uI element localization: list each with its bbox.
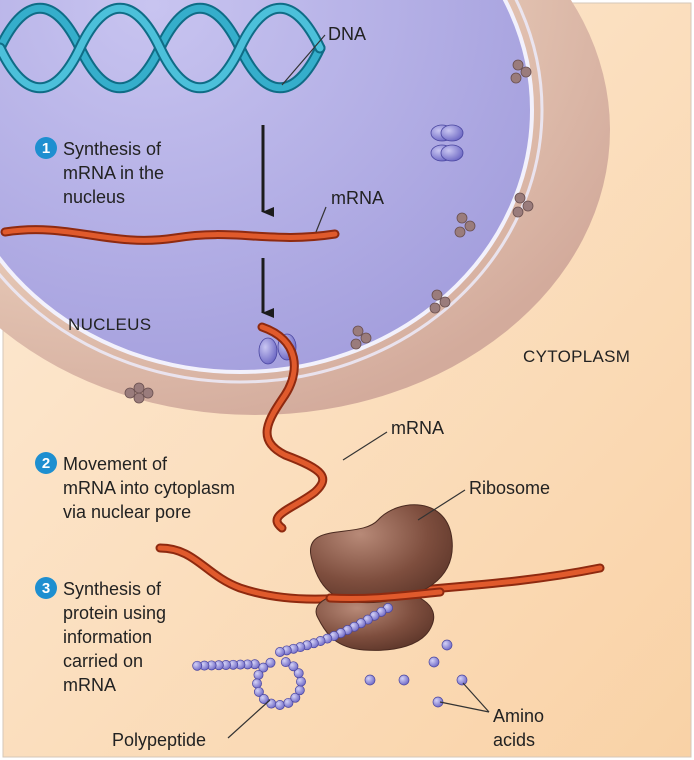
- step-3: 3 Synthesis of protein using information…: [35, 577, 166, 695]
- granule-cluster: [124, 382, 154, 404]
- leader-ribosome: [417, 489, 466, 521]
- amino-acids-label-line1: Amino: [493, 706, 544, 726]
- step-3-line-5: mRNA: [63, 675, 116, 695]
- polypeptide-label: Polypeptide: [112, 730, 206, 750]
- amino-acid-bead: [293, 668, 304, 679]
- step-2-badge: [35, 452, 57, 474]
- cytoplasm-label: CYTOPLASM: [523, 347, 630, 366]
- leader-mrna-middle: [342, 431, 388, 461]
- leader-amino-2: [439, 701, 490, 713]
- amino-acid-bead: [296, 676, 306, 687]
- leader-dna: [281, 34, 326, 86]
- outer-membrane: [0, 0, 544, 384]
- amino-acid-bead: [294, 685, 305, 696]
- free-amino-acid: [456, 674, 468, 686]
- amino-acid-bead: [253, 669, 264, 680]
- step-3-line-3: information: [63, 627, 152, 647]
- amino-acid-bead: [258, 662, 269, 673]
- nucleoplasm: [0, 0, 532, 372]
- step-3-badge: [35, 577, 57, 599]
- granule-cluster: [454, 212, 476, 238]
- ribosome-label: Ribosome: [469, 478, 550, 498]
- dna-helix: [0, 2, 326, 94]
- leader-polypeptide: [227, 699, 271, 739]
- free-amino-acid: [441, 639, 453, 651]
- inner-membrane: [0, 0, 534, 374]
- amino-acid-bead: [290, 692, 301, 703]
- step-3-line-4: carried on: [63, 651, 143, 671]
- granule-cluster: [512, 192, 534, 218]
- step-1-number: 1: [42, 140, 50, 157]
- mrna-strand-nucleus: [0, 225, 340, 245]
- amino-acid-bead: [253, 686, 264, 697]
- amino-acid-bead: [280, 657, 291, 668]
- amino-acids-label-line2: acids: [493, 730, 535, 750]
- dna-label: DNA: [328, 24, 366, 44]
- free-amino-acids: [364, 639, 468, 708]
- step-3-line-2: protein using: [63, 603, 166, 623]
- mrna-strand-exiting: [257, 322, 328, 533]
- free-amino-acid: [364, 674, 376, 686]
- free-amino-acid: [398, 674, 410, 686]
- leader-amino-1: [462, 682, 490, 713]
- step-2-line-2: mRNA into cytoplasm: [63, 478, 235, 498]
- mrna-strand-front: [325, 587, 445, 604]
- mrna-label-middle: mRNA: [391, 418, 444, 438]
- nuclear-pore-upper: [430, 124, 464, 162]
- amino-acid-bead: [266, 698, 277, 709]
- amino-acid-bead: [274, 700, 285, 710]
- granule-cluster: [350, 325, 372, 350]
- leader-lines: [227, 34, 490, 739]
- envelope-granules: [124, 59, 534, 404]
- step-1-badge: [35, 137, 57, 159]
- step-1: 1 Synthesis of mRNA in the nucleus: [35, 137, 164, 207]
- amino-acid-bead: [258, 694, 269, 704]
- step-3-line-1: Synthesis of: [63, 579, 162, 599]
- step-2: 2 Movement of mRNA into cytoplasm via nu…: [35, 452, 235, 522]
- step-1-line-3: nucleus: [63, 187, 125, 207]
- granule-cluster: [429, 289, 451, 314]
- free-amino-acid: [428, 656, 440, 668]
- mrna-label-top: mRNA: [331, 188, 384, 208]
- amino-acid-bead: [288, 661, 299, 672]
- step-1-line-2: mRNA in the: [63, 163, 164, 183]
- amino-acid-bead: [275, 647, 285, 657]
- amino-acid-bead: [265, 657, 276, 668]
- amino-acid-bead: [192, 660, 203, 671]
- step-2-line-1: Movement of: [63, 454, 168, 474]
- step-1-line-1: Synthesis of: [63, 139, 162, 159]
- polypeptide-chain: [192, 603, 393, 710]
- step-2-number: 2: [42, 455, 50, 472]
- amino-acid-bead: [283, 697, 294, 708]
- step-2-line-3: via nuclear pore: [63, 502, 191, 522]
- leader-mrna-top: [315, 206, 327, 233]
- amino-acid-bead: [252, 678, 262, 689]
- nucleus-label: NUCLEUS: [68, 315, 151, 334]
- step-3-number: 3: [42, 580, 50, 597]
- granule-cluster: [510, 59, 532, 84]
